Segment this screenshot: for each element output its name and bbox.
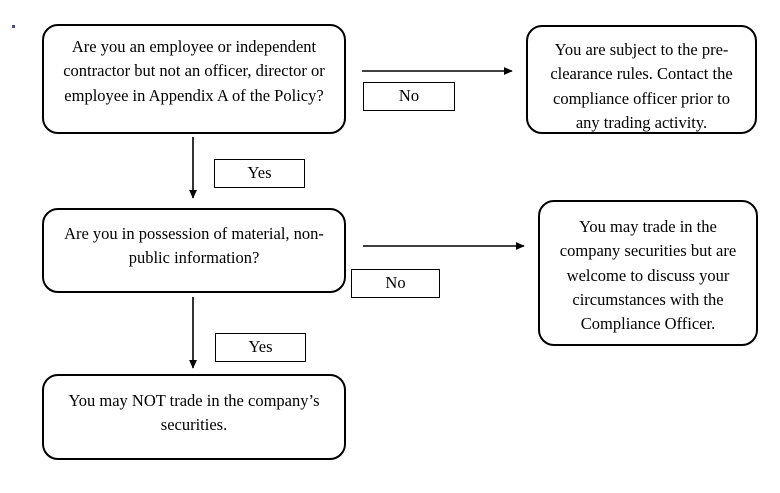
outcome-node-may-trade[interactable]: You may trade in the company securities … [538, 200, 758, 346]
outcome-node-may-not-trade[interactable]: You may NOT trade in the company’s secur… [42, 374, 346, 460]
decision-node-employee-or-contractor-text: Are you an employee or independent contr… [63, 37, 325, 105]
decision-node-material-nonpublic-information[interactable]: Are you in possession of material, non-p… [42, 208, 346, 293]
edge-label-no-1-text: No [398, 86, 420, 106]
edge-label-no-1[interactable]: No [363, 82, 455, 111]
outcome-node-preclearance[interactable]: You are subject to the pre-clearance rul… [526, 25, 757, 134]
edge-label-yes-2[interactable]: Yes [215, 333, 306, 362]
edge-label-yes-1[interactable]: Yes [214, 159, 305, 188]
edge-label-yes-1-text: Yes [247, 163, 272, 183]
decision-node-employee-or-contractor[interactable]: Are you an employee or independent contr… [42, 24, 346, 134]
scan-artifact-dot [12, 25, 15, 28]
edge-label-yes-2-text: Yes [248, 337, 273, 357]
outcome-node-preclearance-text: You are subject to the pre-clearance rul… [550, 40, 733, 132]
outcome-node-may-trade-text: You may trade in the company securities … [559, 217, 737, 333]
decision-node-material-nonpublic-information-text: Are you in possession of material, non-p… [64, 224, 324, 268]
edge-label-no-2[interactable]: No [351, 269, 440, 298]
outcome-node-may-not-trade-text: You may NOT trade in the company’s secur… [68, 391, 320, 435]
edge-label-no-2-text: No [385, 273, 406, 293]
